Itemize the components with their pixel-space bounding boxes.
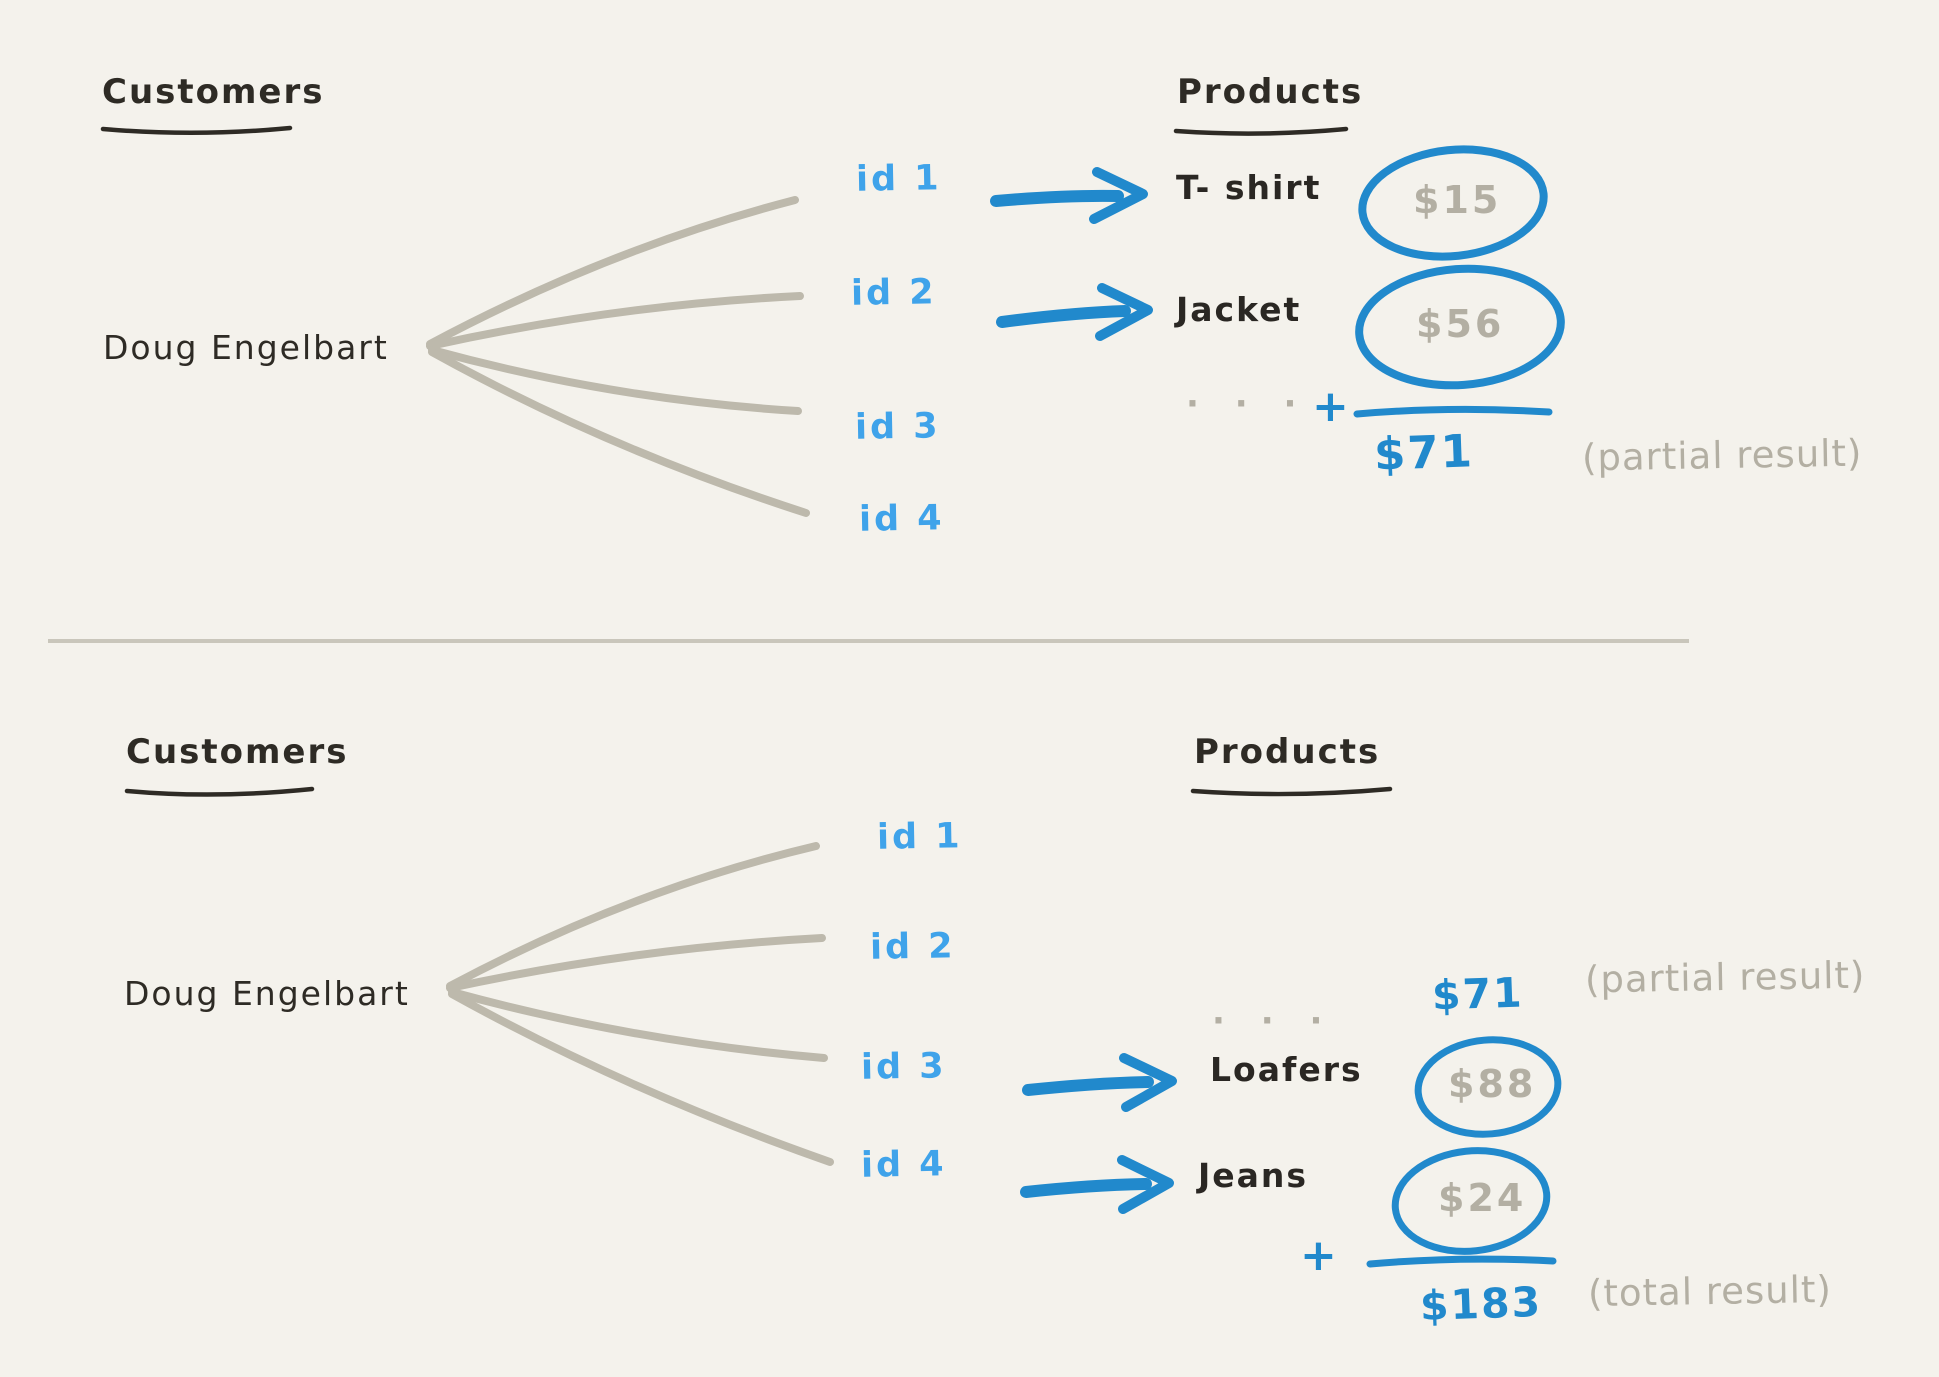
match-arrows-bottom <box>1020 1053 1177 1214</box>
id1-label-top: id 1 <box>855 158 942 200</box>
fan-line-id1-top <box>426 196 799 348</box>
plus-sign-bottom: + <box>1300 1230 1337 1281</box>
total-result-label-bottom: (total result) <box>1587 1267 1833 1316</box>
sum-line-bottom <box>1366 1255 1557 1268</box>
id4-label-bottom: id 4 <box>860 1144 947 1186</box>
fan-lines-top <box>426 196 810 517</box>
price-circle-jeans <box>1391 1147 1551 1255</box>
fan-line-id4-top <box>428 348 810 517</box>
sum-line-top <box>1353 405 1553 418</box>
product-label-jeans: Jeans <box>1198 1156 1309 1195</box>
customers-heading-bottom: Customers <box>126 732 349 772</box>
partial-sum-top: $71 <box>1373 424 1475 481</box>
ellipsis-dots-top: · · · <box>1186 384 1309 424</box>
customer-name-top: Doug Engelbart <box>103 328 389 367</box>
fan-line-id3-top <box>428 346 802 415</box>
carry-partial-sum-bottom: $71 <box>1431 968 1525 1020</box>
ellipsis-dots-bottom: · · · <box>1212 1001 1335 1041</box>
price-circle-jacket <box>1355 264 1565 390</box>
id1-label-bottom: id 1 <box>876 816 963 858</box>
price-label-tshirt: $15 <box>1413 178 1502 222</box>
match-arrows-top <box>990 167 1153 341</box>
id2-label-bottom: id 2 <box>869 926 956 968</box>
arrow-id1-shaft <box>990 189 1124 207</box>
products-underline-bottom <box>1190 786 1393 797</box>
fan-line-id2-top <box>426 292 804 350</box>
partial-result-label-top: (partial result) <box>1581 431 1863 480</box>
arrow-id2-shaft <box>996 305 1131 328</box>
products-heading-top: Products <box>1177 72 1364 112</box>
price-label-jacket: $56 <box>1416 302 1505 346</box>
customers-underline-top <box>100 125 293 135</box>
total-sum-bottom: $183 <box>1419 1277 1543 1331</box>
arrow-id4-head <box>1117 1155 1174 1214</box>
fan-line-id3-bottom <box>448 988 828 1062</box>
product-label-loafers: Loafers <box>1210 1050 1363 1089</box>
fan-line-id1-bottom <box>446 842 820 990</box>
products-heading-bottom: Products <box>1194 732 1381 772</box>
fan-lines-bottom <box>446 842 834 1166</box>
arrow-id2-head <box>1095 283 1153 341</box>
id2-label-top: id 2 <box>850 272 937 314</box>
fan-line-id4-bottom <box>448 990 834 1166</box>
price-circle-loafers <box>1414 1036 1562 1138</box>
product-label-tshirt: T- shirt <box>1176 168 1322 207</box>
arrow-id4-shaft <box>1020 1178 1152 1198</box>
customers-heading-top: Customers <box>102 72 325 112</box>
arrow-id1-head <box>1089 167 1148 224</box>
plus-sign-top: + <box>1312 381 1349 432</box>
price-label-loafers: $88 <box>1448 1062 1537 1106</box>
id3-label-bottom: id 3 <box>860 1046 947 1088</box>
product-label-jacket: Jacket <box>1176 290 1302 329</box>
arrow-id3-head <box>1119 1053 1177 1112</box>
partial-result-label-bottom: (partial result) <box>1584 953 1866 1002</box>
customer-name-bottom: Doug Engelbart <box>124 974 410 1013</box>
price-label-jeans: $24 <box>1438 1176 1527 1220</box>
id4-label-top: id 4 <box>858 498 945 540</box>
customers-underline-bottom <box>124 786 315 797</box>
fan-line-id2-bottom <box>446 934 826 992</box>
id3-label-top: id 3 <box>854 406 941 448</box>
price-circle-tshirt <box>1358 145 1548 261</box>
products-underline-top <box>1173 126 1349 136</box>
arrow-id3-shaft <box>1022 1076 1154 1096</box>
